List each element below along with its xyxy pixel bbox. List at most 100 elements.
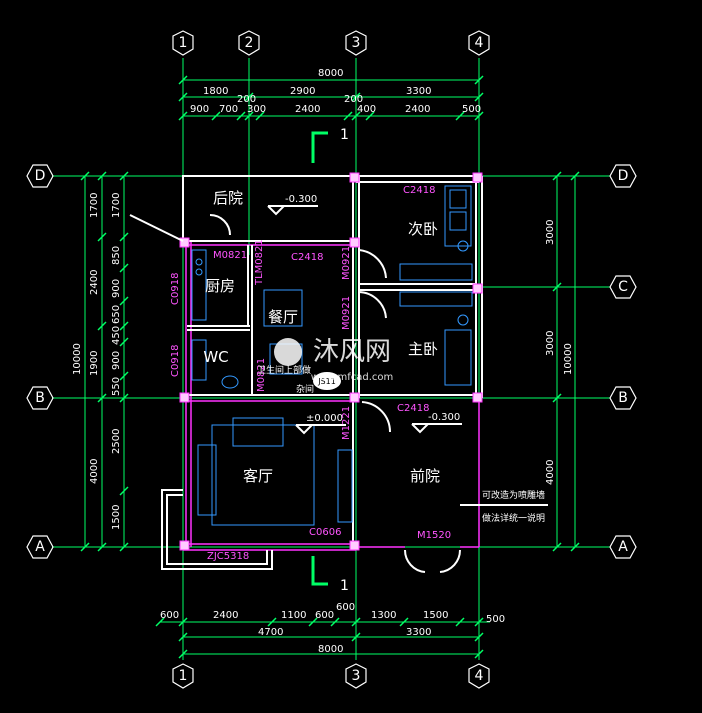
svg-text:JS11: JS11 xyxy=(317,377,336,386)
axis-bubble-3-top: 3 xyxy=(345,30,367,56)
axis-bubble-c-right: C xyxy=(609,275,637,299)
svg-text:1: 1 xyxy=(179,668,188,684)
svg-text:D: D xyxy=(618,168,629,184)
tag-c2418-front: C2418 xyxy=(397,403,429,414)
left-dim-ticks xyxy=(80,171,129,552)
top-dim-l3-3: 200 xyxy=(237,94,256,105)
top-dim-l2-1: 1800 xyxy=(203,86,228,97)
tag-m1520: M1520 xyxy=(417,530,451,541)
axis-bubble-1-top: 1 xyxy=(172,30,194,56)
right-dim-1: 3000 xyxy=(545,220,556,245)
bottom-dim-l1-2: 2400 xyxy=(213,610,238,621)
leader-back-yard xyxy=(129,214,184,242)
top-dim-l3-8: 2400 xyxy=(405,104,430,115)
left-dim-l1-4: 650 xyxy=(111,305,122,324)
watermark-url: www.mfcad.com xyxy=(311,372,394,383)
tag-c2418-dining: C2418 xyxy=(291,252,323,263)
top-dim-l3-5: 2400 xyxy=(295,104,320,115)
axis-bubble-1-bottom: 1 xyxy=(172,663,194,689)
tag-c0606: C0606 xyxy=(309,527,341,538)
svg-text:A: A xyxy=(35,539,45,555)
svg-text:3: 3 xyxy=(352,668,361,684)
top-dim-l3-4: 300 xyxy=(247,104,266,115)
tag-tlm0821: TLM0821 xyxy=(254,239,265,286)
bottom-dim-l1-1: 600 xyxy=(160,610,179,621)
bottom-dim-l1-7: 1500 xyxy=(423,610,448,621)
section-mark-top xyxy=(311,131,328,163)
tag-zjc5318: ZJC5318 xyxy=(207,551,249,562)
svg-text:2: 2 xyxy=(245,35,254,51)
svg-text:B: B xyxy=(35,390,45,406)
left-dim-l1-9: 1500 xyxy=(111,505,122,530)
axis-bubble-b-right: B xyxy=(609,386,637,410)
room-back-yard: 后院 xyxy=(213,189,243,207)
watermark-logo-icon xyxy=(274,338,302,366)
left-dim-l1-8: 2500 xyxy=(111,429,122,454)
svg-text:4: 4 xyxy=(475,668,484,684)
left-dim-l2-4: 4000 xyxy=(89,459,100,484)
level-front-yard: -0.300 xyxy=(428,412,460,423)
top-dim-l2-2: 2900 xyxy=(290,86,315,97)
furniture xyxy=(191,185,473,526)
structural-columns xyxy=(179,172,483,551)
room-front-yard: 前院 xyxy=(410,467,440,485)
axis-bubble-d-right: D xyxy=(609,164,637,188)
stair-note-2: 杂间 xyxy=(296,383,314,395)
watermark-logo: 沐风网 www.mfcad.com xyxy=(274,337,393,383)
bottom-dim-l1-4: 600 xyxy=(315,610,334,621)
svg-text:B: B xyxy=(618,390,628,406)
left-dim-l1-6: 900 xyxy=(111,351,122,370)
tag-m0921-a: M0921 xyxy=(341,246,352,280)
room-dining: 餐厅 xyxy=(268,308,298,326)
left-dim-l2-3: 1900 xyxy=(89,351,100,376)
bottom-dim-overall: 8000 xyxy=(318,644,343,655)
left-dim-l1-7: 550 xyxy=(111,377,122,396)
bottom-dim-l1-6: 1300 xyxy=(371,610,396,621)
right-dim-3: 4000 xyxy=(545,460,556,485)
room-wc: WC xyxy=(203,348,228,366)
tag-m0921-b: M0921 xyxy=(341,296,352,330)
top-dim-l3-7: 400 xyxy=(357,104,376,115)
left-dim-l1-2: 850 xyxy=(111,246,122,265)
note-line-1: 可改造为喷雕墙 xyxy=(482,489,545,501)
note-line-2: 做法详统一说明 xyxy=(482,512,545,524)
bottom-dim-l1-5: 600 xyxy=(336,602,355,613)
left-dim-l1-1: 1700 xyxy=(111,193,122,218)
svg-text:4: 4 xyxy=(475,35,484,51)
axis-bubble-3-bottom: 3 xyxy=(345,663,367,689)
svg-text:C: C xyxy=(618,279,628,295)
right-dim-ticks xyxy=(552,171,580,552)
tag-m0821: M0821 xyxy=(213,250,247,261)
section-label-bottom: 1 xyxy=(340,578,349,594)
axis-bubble-4-bottom: 4 xyxy=(468,663,490,689)
tag-c0918-wc: C0918 xyxy=(170,345,181,377)
svg-text:3: 3 xyxy=(352,35,361,51)
svg-text:D: D xyxy=(35,168,46,184)
bottom-dim-l1-3: 1100 xyxy=(281,610,306,621)
top-dim-l3-9: 500 xyxy=(462,104,481,115)
top-dim-ticks xyxy=(178,75,484,121)
watermark-brand: 沐风网 xyxy=(313,337,391,367)
bottom-dim-ticks xyxy=(155,617,484,659)
axis-bubble-a-right: A xyxy=(609,535,637,559)
axis-bubble-4-top: 4 xyxy=(468,30,490,56)
level-living: ±0.000 xyxy=(306,413,343,424)
room-bedroom2: 次卧 xyxy=(408,220,438,238)
svg-text:1: 1 xyxy=(179,35,188,51)
right-dim-overall: 10000 xyxy=(563,343,574,375)
room-kitchen: 厨房 xyxy=(205,277,235,295)
level-back-yard: -0.300 xyxy=(285,194,317,205)
left-dim-l2-1: 1700 xyxy=(89,193,100,218)
svg-text:A: A xyxy=(618,539,628,555)
left-dim-l1-3: 900 xyxy=(111,279,122,298)
room-master: 主卧 xyxy=(408,340,438,358)
tag-c0918-kitchen: C0918 xyxy=(170,273,181,305)
top-dim-l3-6: 200 xyxy=(344,94,363,105)
bottom-dim-l1-8: 500 xyxy=(486,614,505,625)
left-dim-l1-5: 450 xyxy=(111,326,122,345)
level-marker-front xyxy=(411,423,462,434)
axis-bubble-a-left: A xyxy=(26,535,54,559)
top-dim-overall: 8000 xyxy=(318,68,343,79)
axis-bubble-b-left: B xyxy=(26,386,54,410)
